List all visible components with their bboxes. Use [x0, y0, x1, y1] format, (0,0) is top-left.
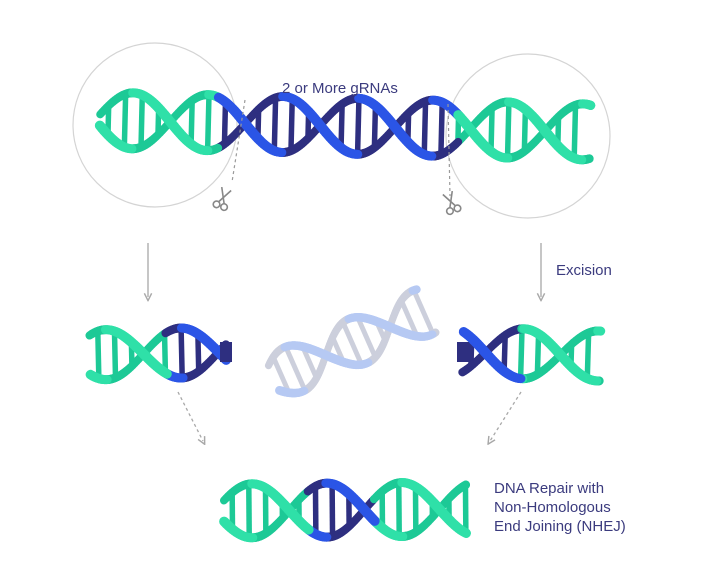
scissors-icon — [212, 186, 233, 211]
blunt-end — [220, 342, 232, 362]
nhej-label-line-2: Non-Homologous — [494, 498, 694, 517]
dotted-arrow-icon — [490, 392, 521, 441]
nhej-repair-label: DNA Repair with Non-Homologous End Joini… — [494, 479, 694, 536]
left-fragment-helix — [90, 328, 232, 380]
excised-fragment-helix — [269, 289, 436, 393]
right-fragment-helix — [457, 329, 601, 381]
top-dna-helix — [100, 93, 591, 160]
helix-backbone — [90, 328, 227, 380]
repaired-dna-helix — [224, 483, 466, 538]
nhej-label-line-3: End Joining (NHEJ) — [494, 517, 694, 536]
scissors-icon — [441, 190, 462, 215]
blunt-end — [457, 342, 469, 362]
excision-label: Excision — [556, 261, 612, 280]
dna-helices — [90, 93, 601, 538]
nhej-label-line-1: DNA Repair with — [494, 479, 694, 498]
helix-backbone — [100, 93, 591, 160]
grnas-label: 2 or More gRNAs — [282, 79, 398, 98]
dotted-arrow-icon — [178, 392, 203, 441]
helix-backbone — [462, 329, 600, 381]
